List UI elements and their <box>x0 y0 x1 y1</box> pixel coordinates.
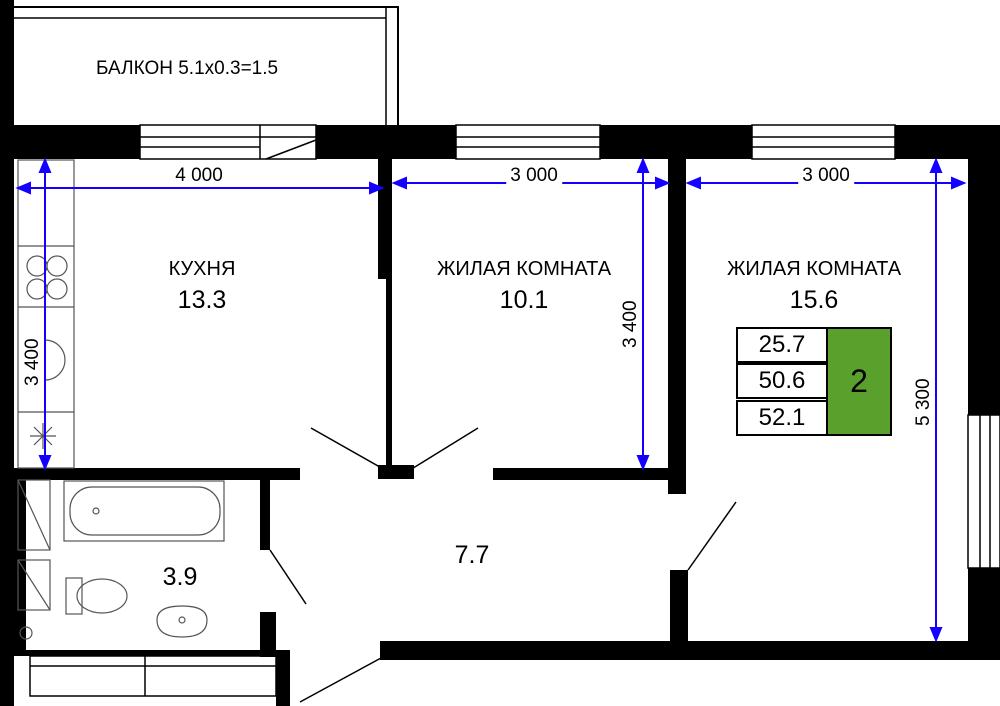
living-room-2-area: 15.6 <box>789 286 839 314</box>
total-area-with-balcony-value: 52.1 <box>736 400 828 436</box>
total-area-value: 50.6 <box>736 363 828 399</box>
living-room-1-width-dimension: 3 000 <box>506 165 562 187</box>
kitchen-area: 13.3 <box>177 286 227 314</box>
balcony-label: БАЛКОН 5.1x0.3=1.5 <box>96 58 279 79</box>
living-area-value: 25.7 <box>736 327 828 363</box>
bathroom-area: 3.9 <box>162 563 198 591</box>
door-swings <box>269 427 737 703</box>
windows <box>29 124 1000 697</box>
dimension-lines <box>15 157 967 643</box>
rooms-count-badge: 2 <box>826 327 892 436</box>
living-room-1-area: 10.1 <box>499 286 549 314</box>
living-room-2-width-dimension: 3 000 <box>798 165 854 187</box>
living-room-1-depth-dimension: 3 400 <box>620 298 642 350</box>
living-room-2-depth-dimension: 5 300 <box>913 376 935 428</box>
balcony <box>0 0 399 125</box>
kitchen-width-dimension: 4 000 <box>171 165 227 187</box>
kitchen-depth-dimension: 3 400 <box>22 336 44 388</box>
walls <box>0 125 1000 706</box>
bathroom-fixtures <box>17 479 225 640</box>
living-room-2-name: ЖИЛАЯ КОМНАТА <box>726 258 902 280</box>
area-summary-table: 25.7 50.6 52.1 2 <box>736 327 892 436</box>
kitchen-name: КУХНЯ <box>168 258 236 280</box>
hallway-area: 7.7 <box>454 541 490 569</box>
living-room-1-name: ЖИЛАЯ КОМНАТА <box>436 258 612 280</box>
